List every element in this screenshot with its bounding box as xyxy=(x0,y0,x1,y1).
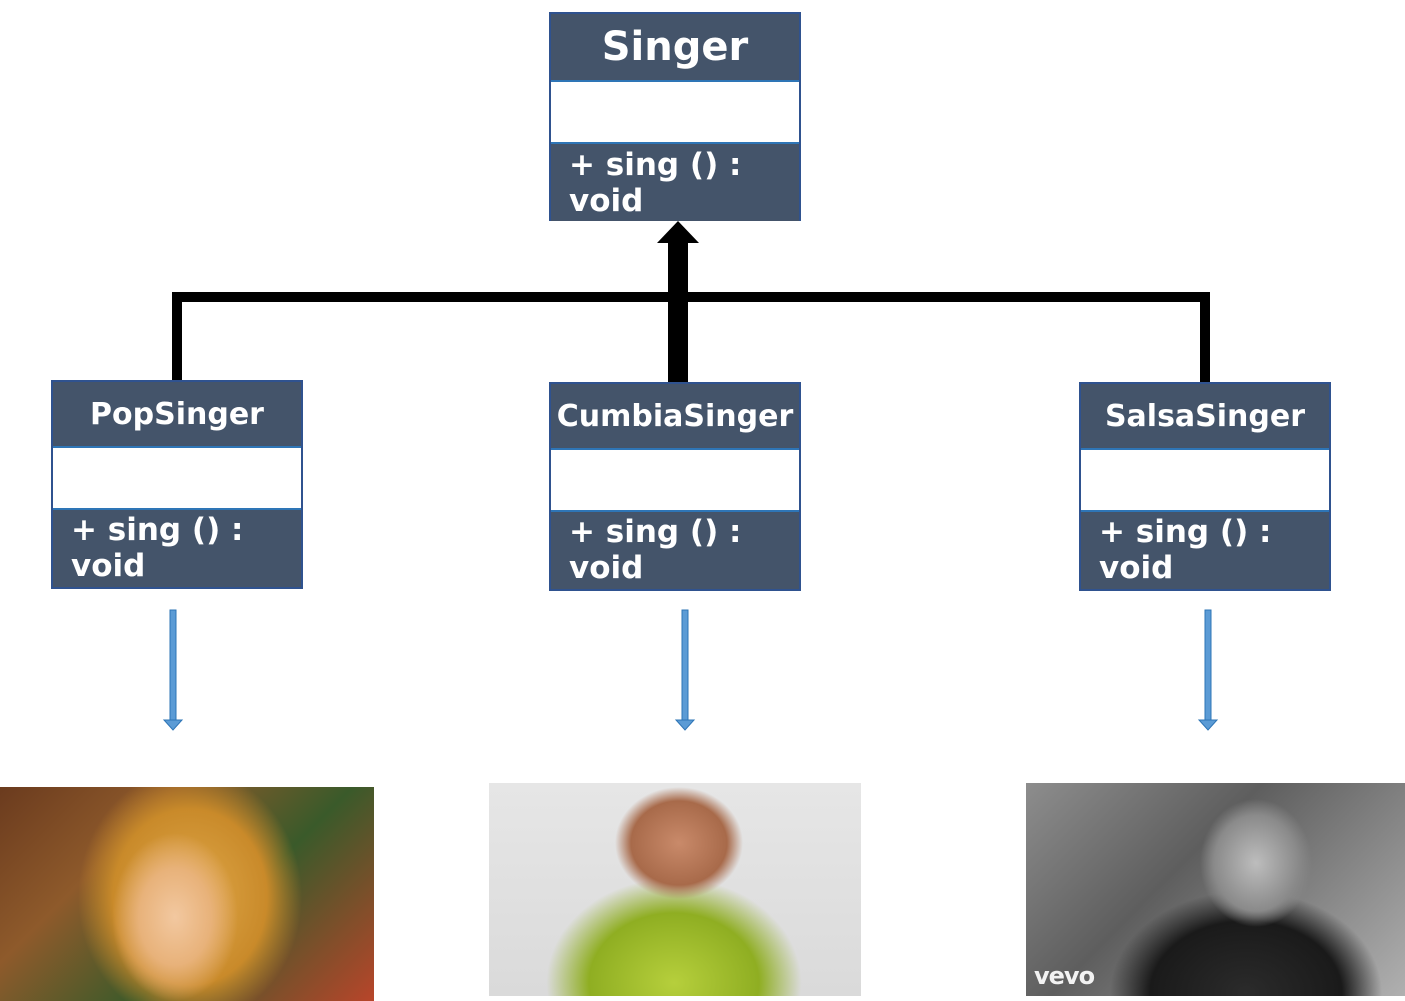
popsinger-attributes-compartment xyxy=(53,446,301,510)
salsasinger-class-name: SalsaSinger xyxy=(1081,384,1329,448)
singer-class-box: Singer + sing () : void xyxy=(549,12,801,221)
pop-singer-photo xyxy=(0,787,374,1001)
vevo-watermark: vevo xyxy=(1034,962,1095,990)
cumbia-singer-photo xyxy=(489,783,861,996)
inheritance-line-salsa xyxy=(678,292,1210,382)
popsinger-method: + sing () : void xyxy=(53,510,301,586)
cumbiasinger-method: + sing () : void xyxy=(551,512,799,588)
popsinger-class-box: PopSinger + sing () : void xyxy=(51,380,303,589)
instance-arrow-salsa xyxy=(1197,609,1219,731)
cumbiasinger-class-name: CumbiaSinger xyxy=(551,384,799,448)
salsasinger-class-box: SalsaSinger + sing () : void xyxy=(1079,382,1331,591)
inheritance-line-cumbia xyxy=(668,240,688,382)
popsinger-class-name: PopSinger xyxy=(53,382,301,446)
salsa-singer-photo: vevo xyxy=(1026,783,1405,996)
singer-method: + sing () : void xyxy=(551,144,799,221)
cumbiasinger-attributes-compartment xyxy=(551,448,799,512)
inheritance-arrowhead xyxy=(657,221,699,243)
cumbiasinger-class-box: CumbiaSinger + sing () : void xyxy=(549,382,801,591)
singer-class-name: Singer xyxy=(551,14,799,80)
inheritance-line-pop xyxy=(172,292,678,380)
salsasinger-method: + sing () : void xyxy=(1081,512,1329,588)
singer-attributes-compartment xyxy=(551,80,799,144)
instance-arrow-pop xyxy=(162,609,184,731)
instance-arrow-cumbia xyxy=(674,609,696,731)
salsasinger-attributes-compartment xyxy=(1081,448,1329,512)
